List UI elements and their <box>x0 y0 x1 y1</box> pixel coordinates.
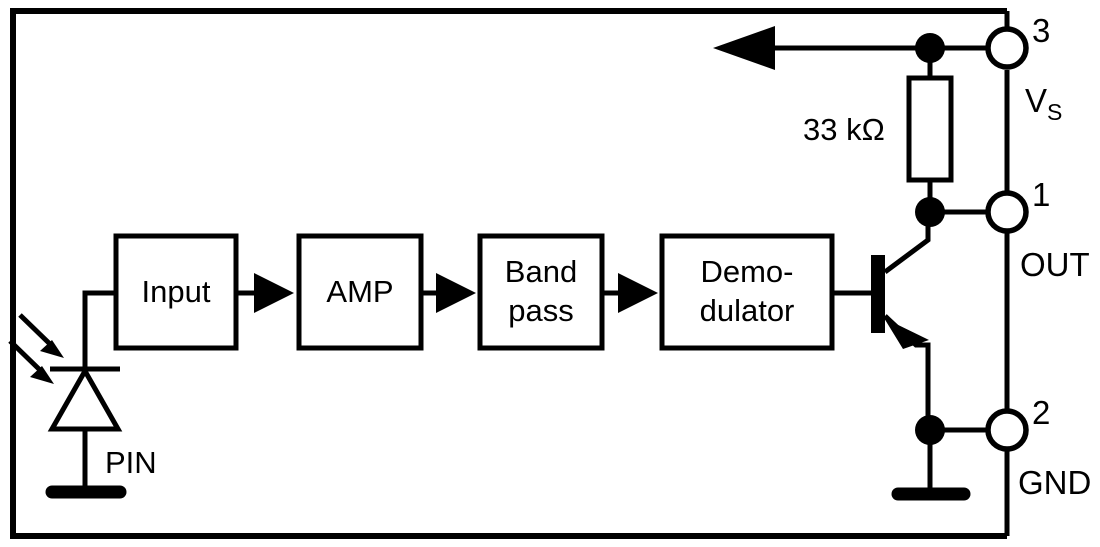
supply-current-arrow <box>713 26 775 70</box>
pin-3-name-main: V <box>1025 82 1047 119</box>
pin-2-name: GND <box>1018 464 1091 501</box>
resistor-33k <box>906 75 954 183</box>
pin-3-name-sub: S <box>1047 99 1062 125</box>
block-bandpass-label-line2: pass <box>508 293 573 328</box>
pin-2-number: 2 <box>1032 394 1050 431</box>
arrow-input-to-amp <box>236 273 294 313</box>
block-bandpass-label-line1: Band <box>505 254 577 289</box>
block-demodulator-label-line2: dulator <box>700 293 795 328</box>
pin-1-name: OUT <box>1020 246 1090 283</box>
pin-3-terminal[interactable] <box>985 26 1029 70</box>
resistor-label: 33 kΩ <box>803 112 885 147</box>
arrow-bandpass-to-demodulator <box>602 273 658 313</box>
block-amp[interactable] <box>296 233 424 351</box>
junction-dot-out <box>915 197 945 227</box>
block-input-label: Input <box>142 274 211 309</box>
module-outline <box>10 8 1007 539</box>
junction-dot-supply <box>915 33 945 63</box>
npn-transistor <box>832 212 931 430</box>
pin-2-terminal[interactable] <box>985 408 1029 452</box>
pin-3-name: VS <box>1025 82 1062 125</box>
block-amp-label: AMP <box>326 274 393 309</box>
pin-3-number: 3 <box>1032 12 1050 49</box>
block-demodulator[interactable] <box>659 233 835 351</box>
arrow-amp-to-bandpass <box>421 273 476 313</box>
block-bandpass[interactable] <box>477 233 605 351</box>
photodiode-label: PIN <box>105 445 157 480</box>
photodiode-to-input-wire <box>82 290 118 352</box>
photodiode-triangle <box>47 365 123 432</box>
incident-light-arrows <box>8 313 64 384</box>
pin-1-number: 1 <box>1032 176 1050 213</box>
pin-1-terminal[interactable] <box>985 190 1029 234</box>
block-demodulator-label-line1: Demo- <box>700 254 793 289</box>
